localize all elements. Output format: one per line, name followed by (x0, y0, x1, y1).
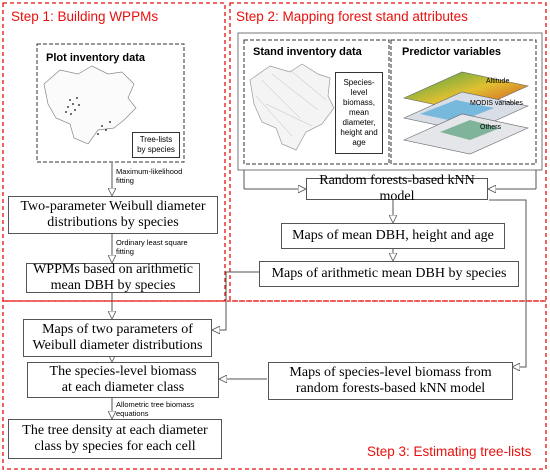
step1-title: Step 1: Building WPPMs (11, 9, 159, 24)
mle-fitting-label: Maximum-likelihood fitting (116, 167, 183, 185)
species-attributes-box: Species- level biomass, mean diameter, h… (335, 72, 383, 154)
maps-species-biomass-box: Maps of species-level biomass from rando… (268, 362, 513, 400)
predictor-panel (390, 39, 537, 165)
step3-title: Step 3: Estimating tree-lists (367, 444, 532, 459)
tree-lists-box: Tree-lists by species (132, 132, 180, 158)
stand-map (249, 63, 335, 151)
wppms-box: WPPMs based on arithmetic mean DBH by sp… (26, 262, 200, 293)
tree-density-box: The tree density at each diameter class … (8, 419, 222, 459)
altitude-layer-label: Altitude (486, 78, 510, 85)
stand-inventory-panel (243, 39, 390, 165)
ols-fitting-label: Ordinary least square fitting (116, 238, 188, 256)
step1-frame (2, 2, 226, 302)
step3-frame (2, 300, 547, 470)
predictor-layers-graphic (403, 71, 529, 155)
step2-title: Step 2: Mapping forest stand attributes (236, 9, 468, 24)
others-layer-label: Others (480, 124, 502, 131)
biomass-diameter-class-box: The species-level biomass at each diamet… (27, 362, 219, 398)
plot-inventory-panel (36, 43, 185, 163)
maps-weibull-parameters-box: Maps of two parameters of Weibull diamet… (23, 319, 212, 357)
stand-inventory-title: Stand inventory data (253, 46, 362, 58)
plot-map (43, 65, 137, 145)
knn-model-box: Random forests-based kNN model (306, 173, 488, 204)
modis-layer-label: MODIS variables (470, 100, 523, 107)
allometric-equations-label: Allometric tree biomass equations (116, 400, 194, 418)
plot-inventory-title: Plot inventory data (46, 52, 146, 64)
weibull-distribution-box: Two-parameter Weibull diameter distribut… (8, 196, 218, 234)
maps-mean-dbh-box: Maps of mean DBH, height and age (281, 223, 505, 249)
predictor-variables-title: Predictor variables (402, 46, 502, 58)
maps-arithmetic-dbh-box: Maps of arithmetic mean DBH by species (259, 261, 519, 287)
stand-predictor-group (237, 32, 543, 171)
